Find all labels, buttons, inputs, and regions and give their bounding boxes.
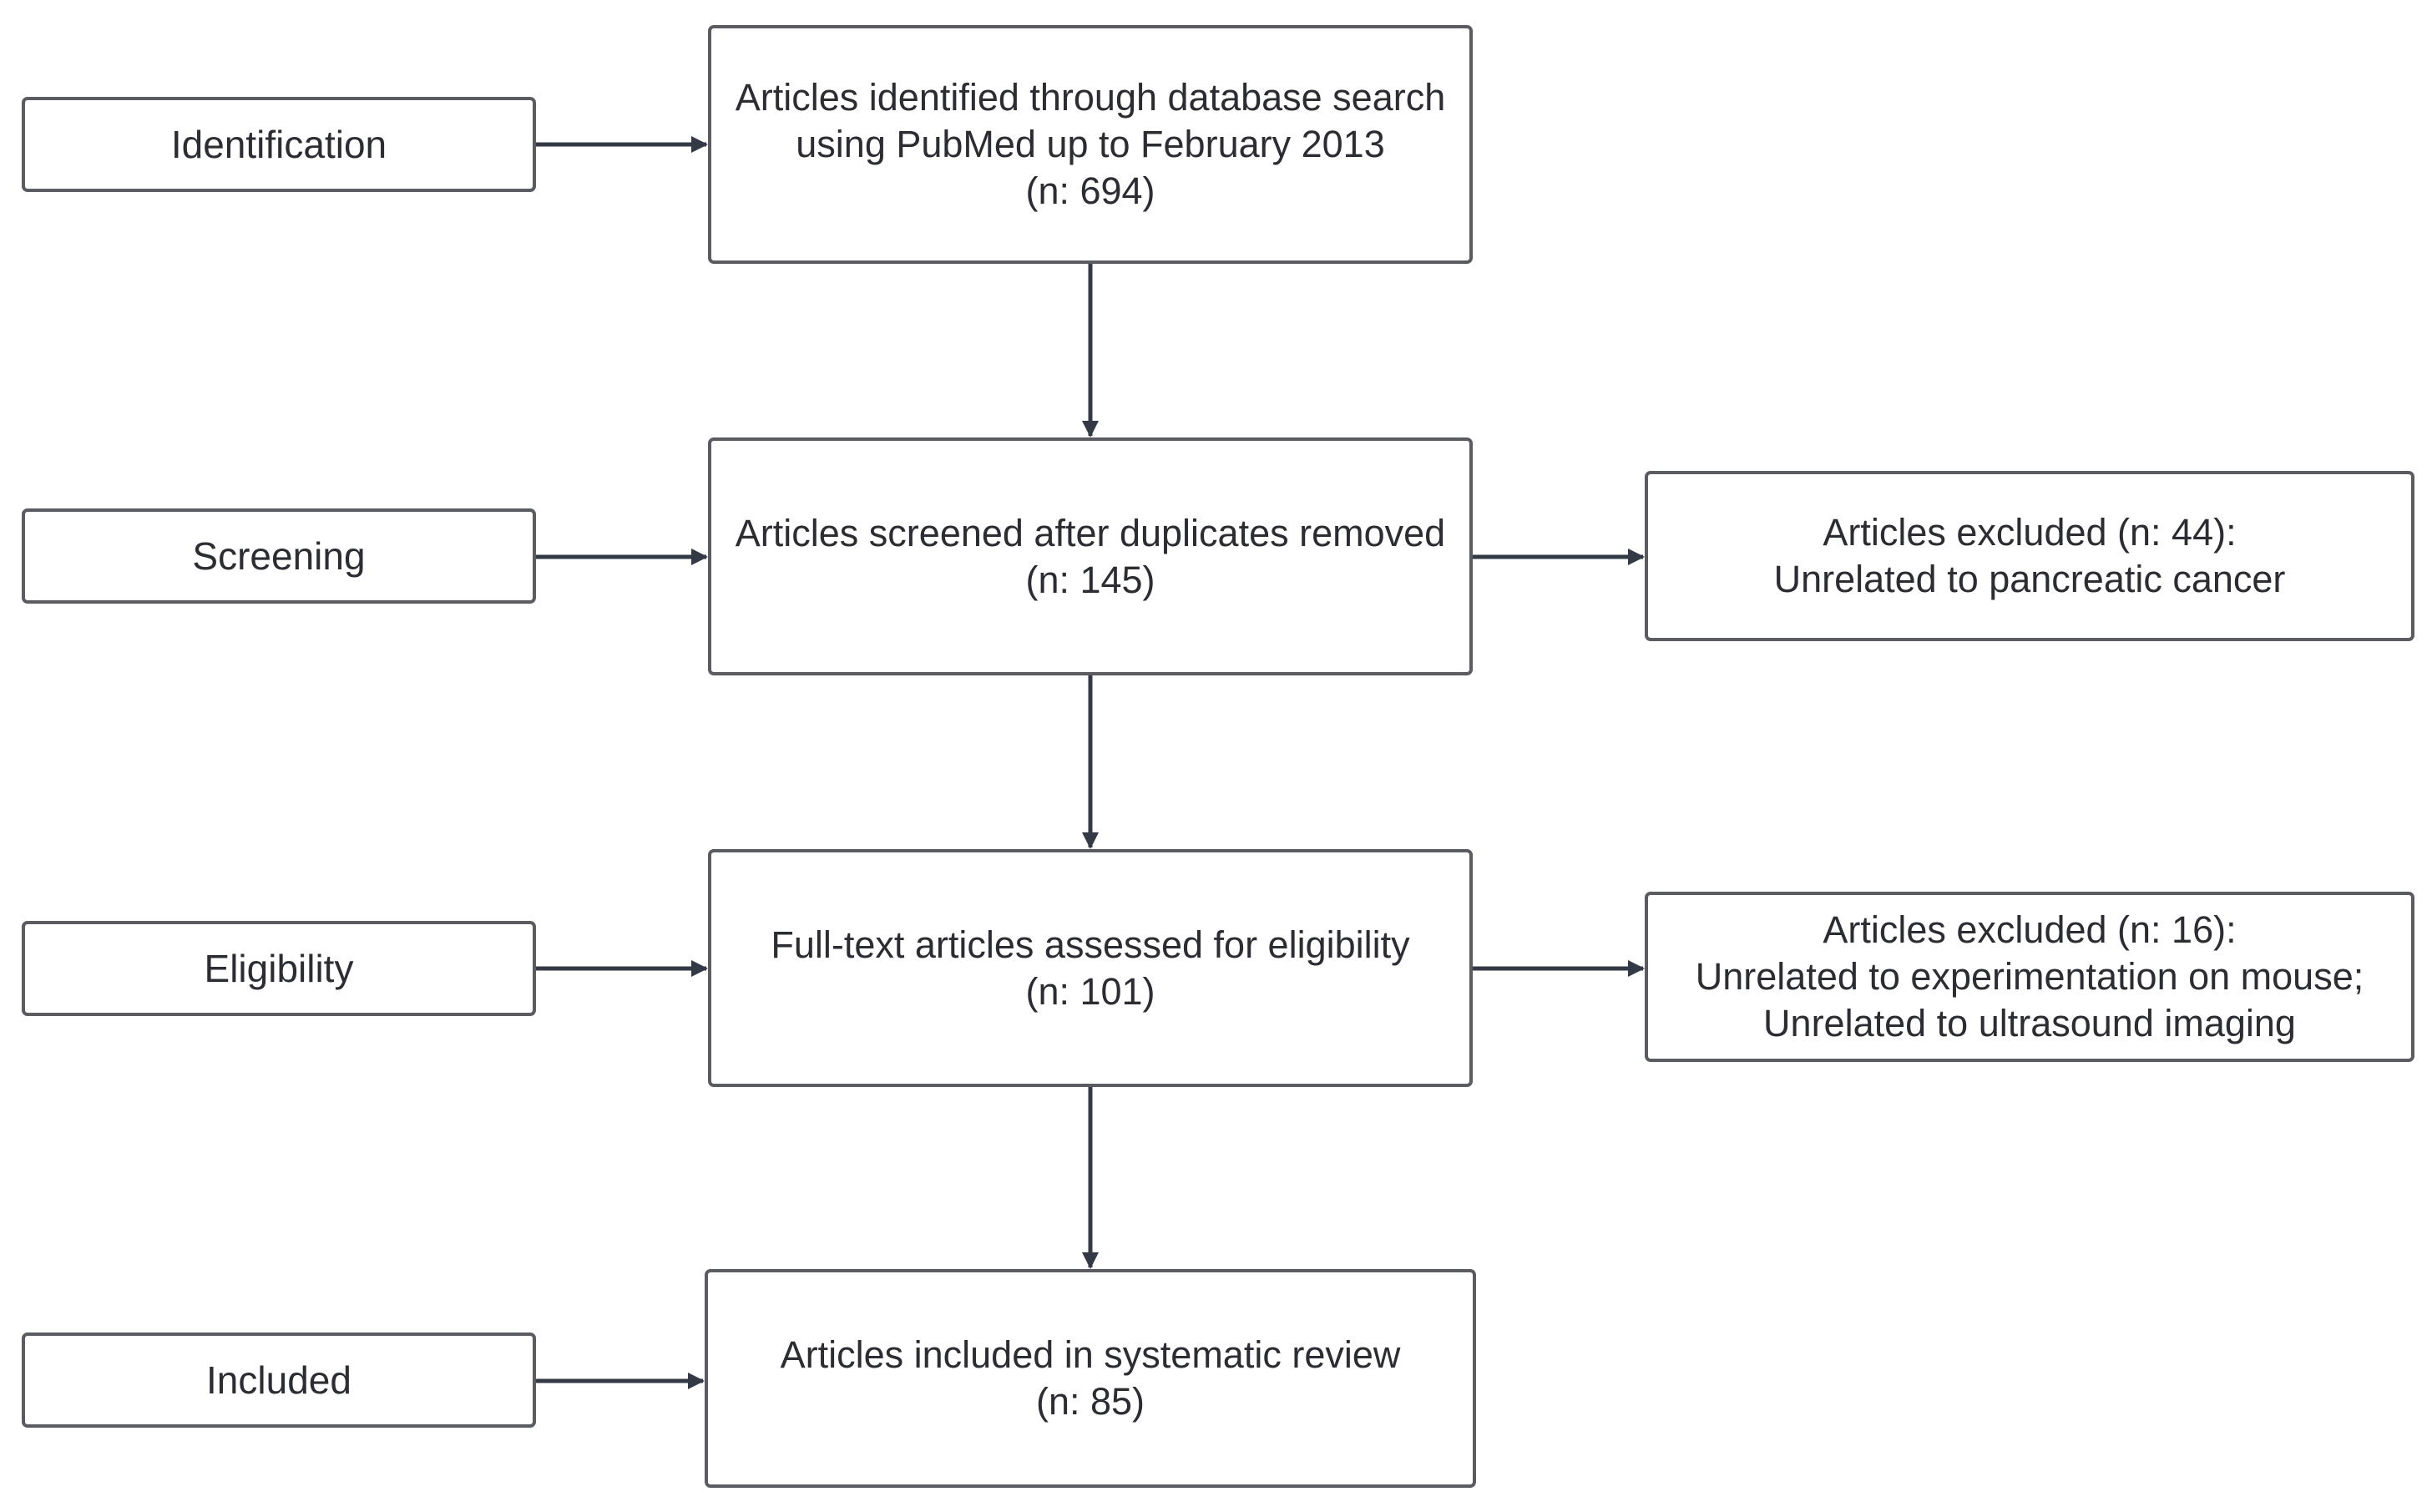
included-count: (n: 85) [1035, 1380, 1145, 1423]
eligibility-excluded-reason-1: Unrelated to experimentation on mouse; [1695, 955, 2364, 998]
screening-excluded-reason: Unrelated to pancreatic cancer [1773, 558, 2286, 600]
screening-excluded-box: Articles excluded (n: 44): Unrelated to … [1645, 471, 2414, 641]
identified-line-1: Articles identified through database sea… [735, 76, 1446, 119]
stage-eligibility-label: Eligibility [204, 947, 354, 990]
eligible-line-1: Full-text articles assessed for eligibil… [771, 923, 1410, 966]
identified-count: (n: 694) [1025, 169, 1155, 212]
included-articles-box: Articles included in systematic review (… [705, 1269, 1476, 1488]
screening-excluded-count: Articles excluded (n: 44): [1823, 511, 2237, 554]
identified-line-2: using PubMed up to February 2013 [796, 123, 1385, 165]
stage-screening-label: Screening [192, 534, 366, 578]
stage-identification-label: Identification [170, 123, 387, 166]
eligible-count: (n: 101) [1025, 969, 1155, 1013]
stage-included: Included [22, 1332, 536, 1428]
stage-eligibility: Eligibility [22, 921, 536, 1016]
eligibility-excluded-box: Articles excluded (n: 16): Unrelated to … [1645, 892, 2414, 1062]
identified-articles-box: Articles identified through database sea… [708, 25, 1473, 264]
screened-articles-box: Articles screened after duplicates remov… [708, 437, 1473, 675]
stage-screening: Screening [22, 508, 536, 604]
included-line-1: Articles included in systematic review [780, 1333, 1401, 1376]
eligible-articles-box: Full-text articles assessed for eligibil… [708, 849, 1473, 1087]
eligibility-excluded-count: Articles excluded (n: 16): [1823, 908, 2237, 951]
stage-included-label: Included [206, 1358, 351, 1402]
eligibility-excluded-reason-2: Unrelated to ultrasound imaging [1763, 1002, 2296, 1044]
screened-line-1: Articles screened after duplicates remov… [735, 511, 1446, 554]
screened-count: (n: 145) [1025, 558, 1155, 601]
stage-identification: Identification [22, 97, 536, 192]
